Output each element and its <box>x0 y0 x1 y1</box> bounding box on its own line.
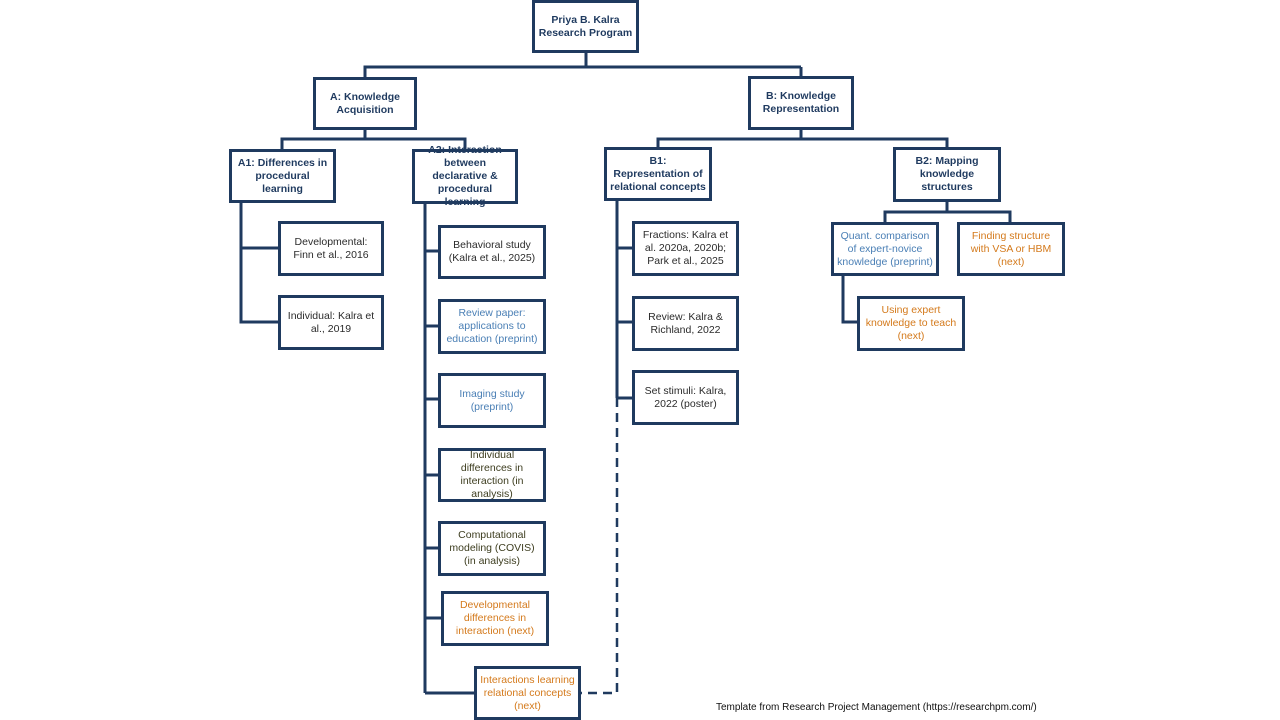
project-node: Individual: Kalra et al., 2019 <box>278 295 384 350</box>
branch-b-node: B: Knowledge Representation <box>748 76 854 130</box>
project-label: Finding structure with VSA or HBM (next) <box>970 229 1052 268</box>
subarea-b1-node: B1: Representation of relational concept… <box>604 147 712 201</box>
template-credit: Template from Research Project Managemen… <box>716 702 1037 713</box>
project-node: Interactions learning relational concept… <box>474 666 581 720</box>
root-node: Priya B. Kalra Research Program <box>532 0 639 53</box>
connector-root <box>363 52 588 78</box>
project-node: Developmental differences in interaction… <box>441 591 549 646</box>
project-label: Individual: Kalra et al., 2019 <box>287 309 375 335</box>
branch-a-node: A: Knowledge Acquisition <box>313 77 417 130</box>
project-node: Using expert knowledge to teach (next) <box>857 296 965 351</box>
project-label: Review paper: applications to education … <box>446 307 538 345</box>
subarea-a2-node: A2: Interaction between declarative & pr… <box>412 144 518 208</box>
project-label: Using expert knowledge to teach (next) <box>865 304 957 342</box>
project-node: Behavioral study (Kalra et al., 2025) <box>438 225 546 279</box>
connector-a <box>280 129 367 150</box>
connector-a-a2 <box>365 137 467 150</box>
project-label: Developmental differences in interaction… <box>455 599 535 637</box>
connector-b-b2 <box>801 137 949 148</box>
subarea-a1-label: A1: Differences in procedural learning <box>237 156 328 195</box>
connector-b2 <box>883 201 949 223</box>
branch-a-label: A: Knowledge Acquisition <box>330 90 400 116</box>
project-label: Set stimuli: Kalra, 2022 (poster) <box>644 384 727 410</box>
project-label: Interactions learning relational concept… <box>480 673 575 712</box>
project-node: Review: Kalra & Richland, 2022 <box>632 296 739 351</box>
branch-b-label: B: Knowledge Representation <box>762 90 840 115</box>
project-node: Set stimuli: Kalra, 2022 (poster) <box>632 370 739 425</box>
connector-dashed-link <box>580 398 619 695</box>
root-label: Priya B. Kalra Research Program <box>538 13 633 39</box>
project-label: Computational modeling (COVIS) (in analy… <box>449 529 535 567</box>
subarea-b2-node: B2: Mapping knowledge structures <box>893 147 1001 202</box>
subarea-b2-label: B2: Mapping knowledge structures <box>915 155 979 193</box>
project-node: Developmental: Finn et al., 2016 <box>278 221 384 276</box>
project-label: Behavioral study (Kalra et al., 2025) <box>448 239 536 264</box>
project-label: Review: Kalra & Richland, 2022 <box>648 310 723 336</box>
project-node: Quant. comparison of expert-novice knowl… <box>831 222 939 276</box>
project-node: Imaging study (preprint) <box>438 373 546 428</box>
subarea-b1-label: B1: Representation of relational concept… <box>610 154 706 193</box>
project-label: Quant. comparison of expert-novice knowl… <box>837 229 933 268</box>
connector-b2-child <box>841 274 858 324</box>
connector-b2-right <box>947 210 1012 223</box>
connector-b <box>656 129 803 148</box>
subarea-a1-node: A1: Differences in procedural learning <box>229 149 336 203</box>
subarea-a2-label: A2: Interaction between declarative & pr… <box>428 144 502 208</box>
project-label: Individual differences in interaction (i… <box>460 449 524 500</box>
project-node: Individual differences in interaction (i… <box>438 448 546 502</box>
project-label: Fractions: Kalra et al. 2020a, 2020b; Pa… <box>642 229 729 267</box>
project-node: Fractions: Kalra et al. 2020a, 2020b; Pa… <box>632 221 739 276</box>
project-label: Imaging study (preprint) <box>459 387 525 413</box>
connector-a1 <box>239 202 279 324</box>
project-label: Developmental: Finn et al., 2016 <box>293 235 369 261</box>
project-node: Finding structure with VSA or HBM (next) <box>957 222 1065 276</box>
project-node: Computational modeling (COVIS) (in analy… <box>438 521 546 576</box>
project-node: Review paper: applications to education … <box>438 299 546 354</box>
